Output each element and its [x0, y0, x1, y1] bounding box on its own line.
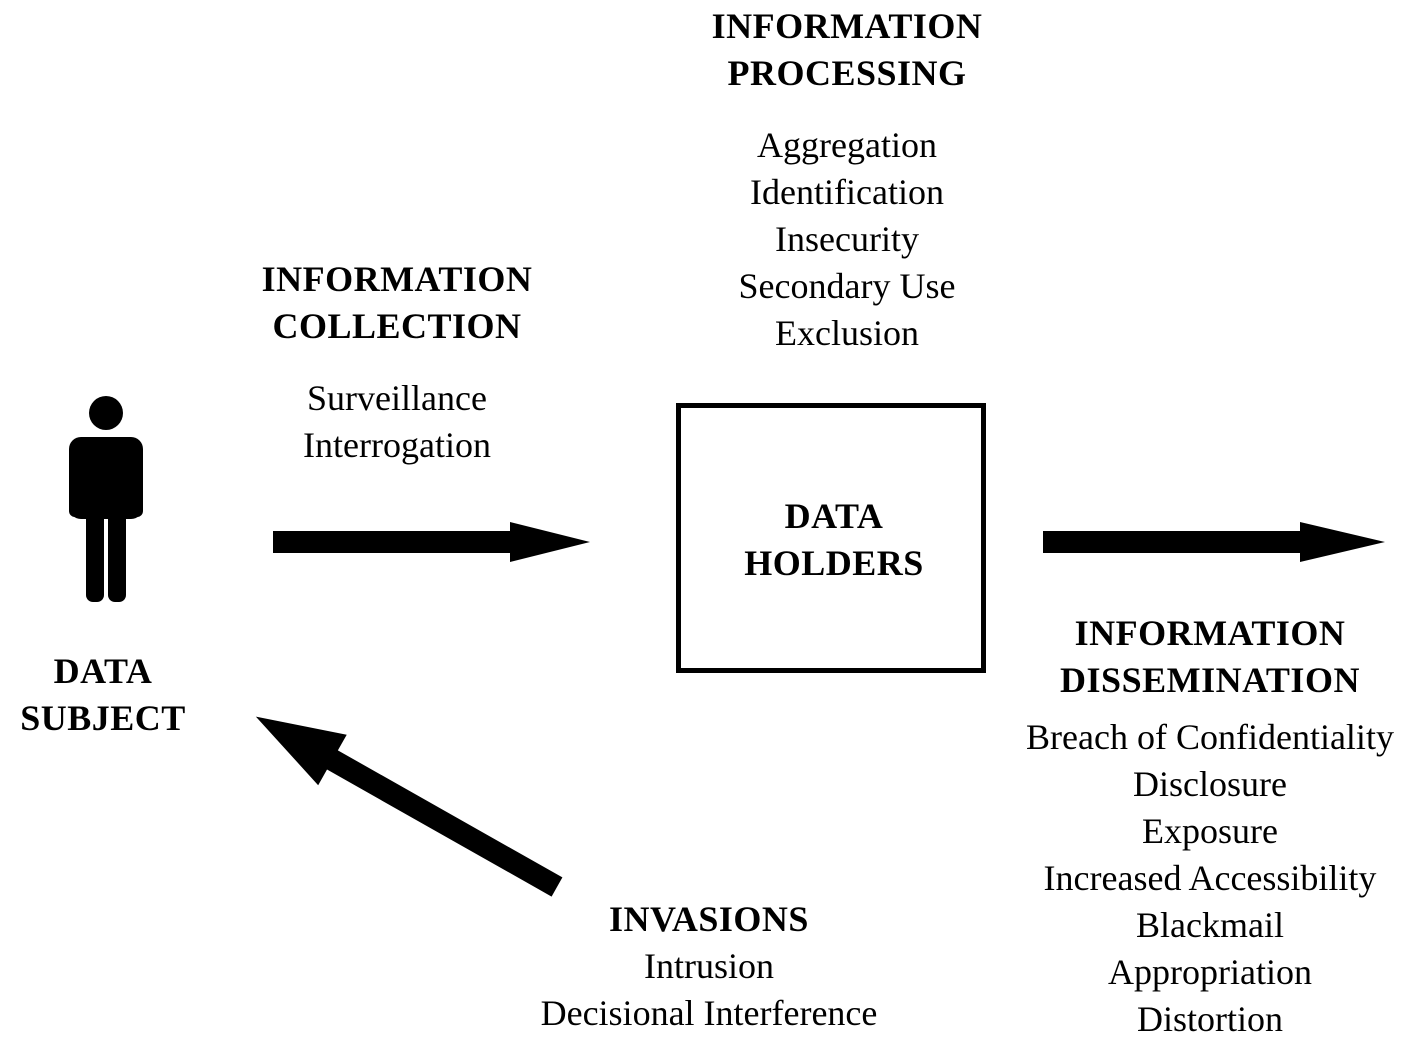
dissemination-heading-line2: DISSEMINATION [1060, 660, 1360, 700]
holders-heading-line2: HOLDERS [744, 543, 924, 583]
subject-heading-line1: DATA [53, 651, 153, 691]
subject-section: DATA SUBJECT [0, 648, 208, 742]
collection-item: Surveillance [307, 378, 487, 418]
processing-item: Exclusion [775, 313, 919, 353]
invasions-heading: INVASIONS [609, 899, 809, 939]
collection-item: Interrogation [303, 425, 491, 465]
collection-heading-line1: INFORMATION [261, 259, 533, 299]
invasions-section: INVASIONS Intrusion Decisional Interfere… [509, 896, 909, 1037]
holders-heading-line1: DATA [784, 496, 884, 536]
dissemination-heading-line1: INFORMATION [1074, 613, 1346, 653]
dissemination-item: Disclosure [1133, 764, 1287, 804]
dissemination-item: Blackmail [1136, 905, 1284, 945]
dissemination-item: Exposure [1142, 811, 1278, 851]
dissemination-arrow [1043, 522, 1385, 562]
invasions-item: Intrusion [644, 946, 774, 986]
processing-section: INFORMATION PROCESSING Aggregation Ident… [647, 3, 1047, 357]
holders-section: DATA HOLDERS [676, 493, 992, 587]
dissemination-section: INFORMATION DISSEMINATION Breach of Conf… [1005, 610, 1415, 1043]
processing-heading-line2: PROCESSING [727, 53, 967, 93]
processing-heading-line1: INFORMATION [711, 6, 983, 46]
collection-arrow [273, 522, 590, 562]
collection-heading-line2: COLLECTION [272, 306, 522, 346]
invasions-arrow [255, 716, 563, 897]
processing-item: Secondary Use [738, 266, 956, 306]
person-icon [69, 396, 143, 602]
dissemination-item: Breach of Confidentiality [1026, 717, 1394, 757]
invasions-item: Decisional Interference [540, 993, 878, 1033]
data-holders-box [676, 403, 986, 673]
collection-section: INFORMATION COLLECTION Surveillance Inte… [197, 256, 597, 469]
dissemination-item: Appropriation [1108, 952, 1312, 992]
processing-item: Identification [750, 172, 944, 212]
dissemination-item: Distortion [1136, 999, 1283, 1039]
processing-item: Aggregation [757, 125, 937, 165]
dissemination-item: Increased Accessibility [1043, 858, 1377, 898]
subject-heading-line2: SUBJECT [20, 698, 186, 738]
processing-item: Insecurity [775, 219, 919, 259]
